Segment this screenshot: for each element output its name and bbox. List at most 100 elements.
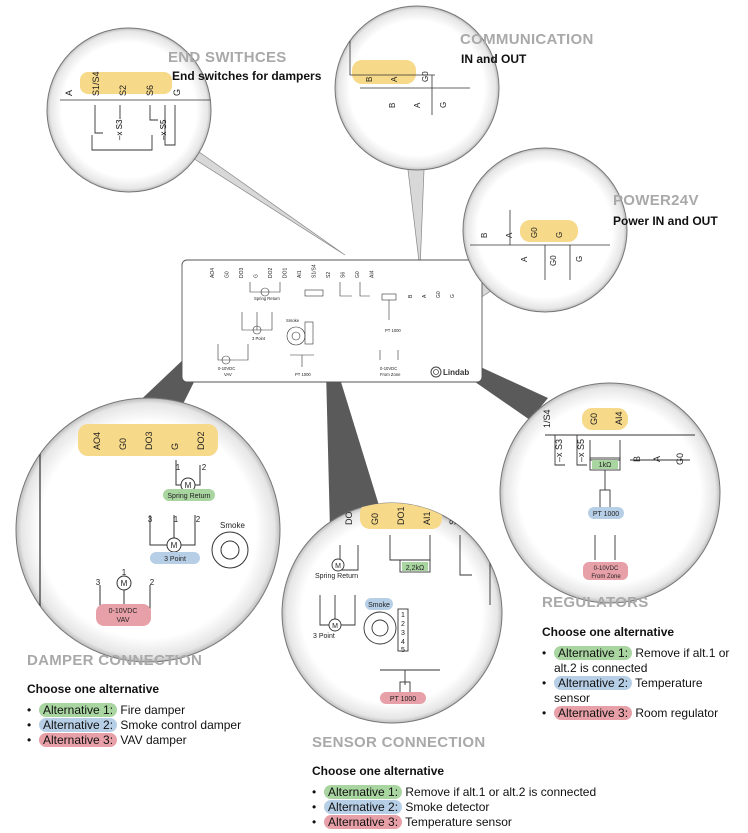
- alt-text: VAV damper: [117, 733, 187, 747]
- board-terminal-label: G0: [225, 271, 231, 278]
- svg-text:1: 1: [401, 612, 405, 619]
- alt-tag: Alternative 1:: [324, 785, 403, 799]
- svg-text:PT 1000: PT 1000: [385, 328, 401, 333]
- svg-text:G0: G0: [549, 255, 558, 266]
- svg-text:B: B: [480, 233, 489, 238]
- regulator-zoom: 1/S4 G0 AI4 –x S3 –x S5 B A G0 1kΩ: [499, 382, 721, 604]
- board-terminal-label: AI1: [297, 270, 303, 278]
- list-item: Alternative 1: Fire damper: [27, 703, 287, 718]
- damper-terminal-label: G0: [118, 438, 128, 450]
- svg-text:AI4: AI4: [614, 411, 624, 425]
- svg-text:2: 2: [202, 463, 207, 472]
- svg-text:–x S3: –x S3: [554, 439, 564, 462]
- svg-text:PT 1000: PT 1000: [390, 696, 416, 703]
- regulators-alternatives-list: Alternative 1: Remove if alt.1 or alt.2 …: [542, 646, 732, 721]
- alt-tag: Alternative 3:: [554, 706, 633, 720]
- svg-text:Smoke: Smoke: [220, 521, 245, 530]
- list-item: Alternative 1: Remove if alt.1 or alt.2 …: [542, 646, 732, 676]
- list-item: Alternative 1: Remove if alt.1 or alt.2 …: [312, 785, 642, 800]
- svg-text:M: M: [121, 579, 128, 588]
- alt-text: Room regulator: [632, 706, 719, 720]
- svg-text:PT 1000: PT 1000: [593, 511, 619, 518]
- svg-text:B: B: [388, 103, 397, 108]
- sensor-connection-title: SENSOR CONNECTION: [312, 734, 486, 751]
- svg-text:Smoke: Smoke: [286, 318, 300, 323]
- list-item: Alternative 3: Room regulator: [542, 706, 732, 721]
- sensor-terminal-label: DO1: [396, 506, 406, 525]
- damper-terminal-label: DO3: [144, 431, 154, 450]
- alt-text: Remove if alt.1 or alt.2 is connected: [402, 785, 597, 799]
- svg-text:From Zone: From Zone: [380, 372, 401, 377]
- svg-text:1/S4: 1/S4: [542, 409, 552, 428]
- svg-text:5: 5: [401, 647, 405, 654]
- svg-text:0-10VDC: 0-10VDC: [109, 608, 138, 615]
- power-title: POWER24V: [613, 192, 699, 209]
- sensor-terminal-label: G0: [370, 513, 380, 525]
- board-right-terminal-label: B: [408, 294, 414, 298]
- regulators-title: REGULATORS: [542, 594, 649, 611]
- svg-text:A: A: [520, 256, 529, 262]
- svg-text:1kΩ: 1kΩ: [599, 462, 612, 469]
- list-item: Alternative 2: Smoke detector: [312, 800, 642, 815]
- alt-tag: Alternative 2:: [554, 676, 633, 690]
- board-right-terminal-label: G0: [436, 291, 442, 298]
- svg-text:0-10VDC: 0-10VDC: [380, 366, 397, 371]
- alt-text: Temperature sensor: [554, 676, 703, 705]
- svg-text:Spring Return: Spring Return: [315, 573, 358, 580]
- svg-text:3 Point: 3 Point: [164, 556, 186, 563]
- damper-terminal-label: DO2: [196, 431, 206, 450]
- svg-text:2: 2: [401, 621, 405, 628]
- board-terminal-label: S2: [326, 272, 332, 278]
- board-terminal-label: S1/S4: [312, 264, 318, 278]
- alt-tag: Alternative 1:: [39, 703, 118, 717]
- svg-text:B: B: [632, 456, 642, 462]
- brand-logo: Lindab: [443, 368, 469, 377]
- board-right-terminal-label: G: [450, 294, 456, 298]
- alt-tag: Alternative 3:: [324, 815, 403, 829]
- svg-text:A: A: [390, 76, 399, 82]
- alt-text: Smoke control damper: [117, 718, 242, 732]
- svg-text:2,2kΩ: 2,2kΩ: [406, 565, 424, 572]
- svg-text:G: G: [555, 232, 564, 238]
- sensor-terminal-label: AI1: [422, 511, 432, 525]
- sensor-choose-label: Choose one alternative: [312, 764, 445, 778]
- svg-text:3: 3: [148, 515, 153, 524]
- communication-zoom: B A G0 B A G: [334, 5, 500, 171]
- board-terminal-label: G0: [355, 271, 361, 278]
- end-switch-terminal-label: A: [64, 90, 74, 96]
- svg-text:G0: G0: [589, 413, 599, 425]
- board-right-terminal-label: A: [422, 294, 428, 298]
- alt-tag: Alternative 1:: [554, 646, 633, 660]
- svg-text:M: M: [171, 541, 178, 550]
- svg-text:From Zone: From Zone: [591, 574, 621, 580]
- svg-text:M: M: [332, 623, 338, 630]
- board-terminal-label: AO4: [210, 268, 216, 278]
- svg-text:G: G: [439, 102, 448, 108]
- svg-text:0-10VDC: 0-10VDC: [594, 566, 619, 572]
- board-terminal-label: DO1: [283, 268, 289, 279]
- board-terminal-label: G: [254, 274, 260, 278]
- board-terminal-label: DO3: [239, 268, 245, 279]
- svg-text:Spring Return: Spring Return: [254, 296, 281, 301]
- svg-text:Spring Return: Spring Return: [167, 493, 210, 500]
- sensor-terminal-label: DO: [344, 512, 354, 526]
- list-item: Alternative 2: Smoke control damper: [27, 718, 287, 733]
- alt-text: Fire damper: [117, 703, 186, 717]
- svg-text:M: M: [335, 563, 341, 570]
- svg-text:3 Point: 3 Point: [252, 336, 266, 341]
- alt-tag: Alternative 2:: [324, 800, 403, 814]
- board-terminal-label: DO2: [268, 268, 274, 279]
- end-switches-subtitle: End switches for dampers: [172, 69, 322, 83]
- svg-text:4: 4: [401, 639, 405, 646]
- alt-text: Temperature sensor: [402, 815, 512, 829]
- svg-text:1: 1: [174, 515, 179, 524]
- damper-choose-label: Choose one alternative: [27, 682, 160, 696]
- svg-text:M: M: [185, 481, 192, 490]
- svg-text:–x S3: –x S3: [115, 119, 124, 140]
- sensor-terminal-label: S1/S: [448, 505, 458, 525]
- end-switch-terminal-label: S6: [145, 85, 155, 96]
